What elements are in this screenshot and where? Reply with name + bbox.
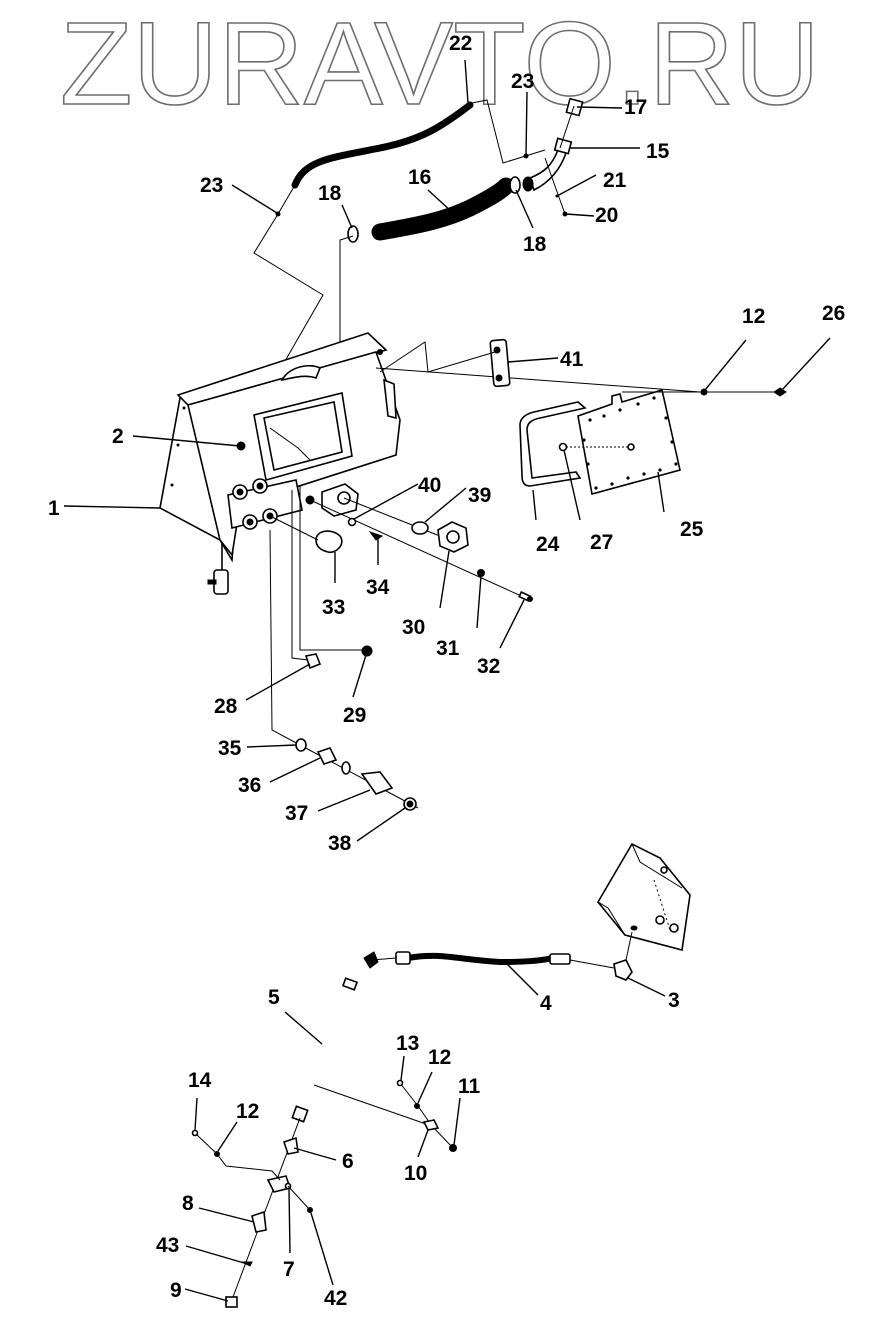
- callout-22: 22: [449, 32, 472, 55]
- o-ring-part-36b: [341, 761, 351, 775]
- callout-11: 11: [458, 1075, 481, 1098]
- callout-33: 33: [322, 596, 345, 619]
- watermark-text: ZURAVTO.RU: [60, 0, 820, 130]
- callout-20: 20: [595, 204, 618, 227]
- hydraulic-tank-part-1: [159, 332, 401, 595]
- callout-23: 23: [200, 174, 223, 197]
- hose-clamp-part-18-left: [347, 225, 359, 243]
- auxiliary-reservoir: [597, 842, 691, 952]
- bolt-part-26: [773, 387, 787, 397]
- callout-35: 35: [218, 737, 242, 760]
- callout-9: 9: [170, 1279, 182, 1302]
- callout-1: 1: [48, 497, 60, 520]
- callout-39: 39: [468, 484, 491, 507]
- callout-18: 18: [318, 182, 342, 205]
- callout-42: 42: [324, 1287, 347, 1310]
- filler-neck-part: [321, 483, 359, 517]
- callout-2: 2: [112, 425, 124, 448]
- callout-26: 26: [822, 302, 845, 325]
- nut-part-11: [449, 1144, 457, 1152]
- o-ring-part-40: [347, 517, 357, 527]
- callout-12: 12: [428, 1046, 451, 1069]
- suction-hose-part-16: [347, 176, 521, 243]
- callout-14: 14: [188, 1069, 212, 1092]
- plug-part-27: [558, 442, 568, 452]
- callout-41: 41: [560, 348, 584, 371]
- o-ring-part-35: [295, 738, 307, 752]
- filter-nut-part-30: [437, 521, 469, 553]
- metal-tube-part-5: [291, 951, 379, 1123]
- washer-part-12-right: [414, 1103, 420, 1109]
- callout-5: 5: [268, 986, 280, 1009]
- washer-part-14: [191, 1129, 199, 1137]
- callout-29: 29: [343, 704, 366, 727]
- callout-17: 17: [624, 96, 647, 119]
- adapter-part-37: [360, 771, 394, 795]
- callout-25: 25: [680, 518, 704, 541]
- adapter-part-6: [282, 1136, 299, 1155]
- callout-27: 27: [590, 531, 613, 554]
- callout-40: 40: [418, 474, 441, 497]
- elbow-fitting-part-15: [522, 137, 573, 192]
- callout-10: 10: [404, 1162, 427, 1185]
- callout-23: 23: [511, 70, 534, 93]
- bolt-part-32: [518, 591, 533, 602]
- callout-32: 32: [477, 655, 500, 678]
- callout-7: 7: [283, 1258, 295, 1281]
- callout-37: 37: [285, 802, 308, 825]
- elbow-part-3: [613, 931, 633, 981]
- cover-plate-part-25: [577, 388, 681, 496]
- callout-28: 28: [214, 695, 238, 718]
- elbow-part-28: [304, 653, 322, 670]
- leader-lines: [63, 59, 831, 1302]
- callout-30: 30: [402, 616, 425, 639]
- callout-16: 16: [408, 166, 431, 189]
- callout-43: 43: [156, 1234, 179, 1257]
- hose-clamp-part-18-right: [509, 176, 521, 194]
- hose-part-4: [371, 951, 615, 969]
- bolt-part-42: [307, 1207, 313, 1213]
- callout-12: 12: [236, 1100, 259, 1123]
- washer-part-12-top: [700, 388, 708, 396]
- elbow-part-33: [269, 515, 343, 554]
- callout-12: 12: [742, 305, 765, 328]
- callout-3: 3: [668, 989, 680, 1012]
- callout-21: 21: [603, 169, 627, 192]
- callout-labels: 22 23 17 15 21 20 23 18 16 18 12 26 41 2…: [48, 32, 845, 1310]
- dipstick-part-34: [368, 531, 384, 541]
- washer-part-12-left: [214, 1151, 220, 1157]
- callout-36: 36: [238, 774, 261, 797]
- callout-15: 15: [646, 140, 670, 163]
- callout-8: 8: [182, 1192, 194, 1215]
- callout-13: 13: [396, 1032, 419, 1055]
- callout-18: 18: [523, 233, 547, 256]
- plug-part-29: [361, 645, 373, 657]
- adapter-part-36: [316, 747, 338, 765]
- callout-31: 31: [436, 637, 460, 660]
- sight-gauge-part-41: [379, 338, 511, 388]
- valve-part-8: [251, 1210, 267, 1233]
- washer-part-31: [477, 569, 485, 577]
- clamp-part-10: [422, 1119, 440, 1131]
- cap-part-9: [225, 1296, 238, 1308]
- gasket-part-24: [519, 401, 587, 487]
- fitting-part-17: [559, 97, 584, 149]
- callout-38: 38: [328, 832, 352, 855]
- callout-4: 4: [540, 992, 552, 1015]
- callout-6: 6: [342, 1150, 354, 1173]
- callout-24: 24: [536, 533, 560, 556]
- callout-34: 34: [366, 576, 390, 599]
- pin-part-43: [241, 1261, 253, 1267]
- washer-part-13: [396, 1079, 404, 1087]
- o-ring-part-39: [411, 521, 429, 535]
- return-hose-part-22: [291, 101, 474, 189]
